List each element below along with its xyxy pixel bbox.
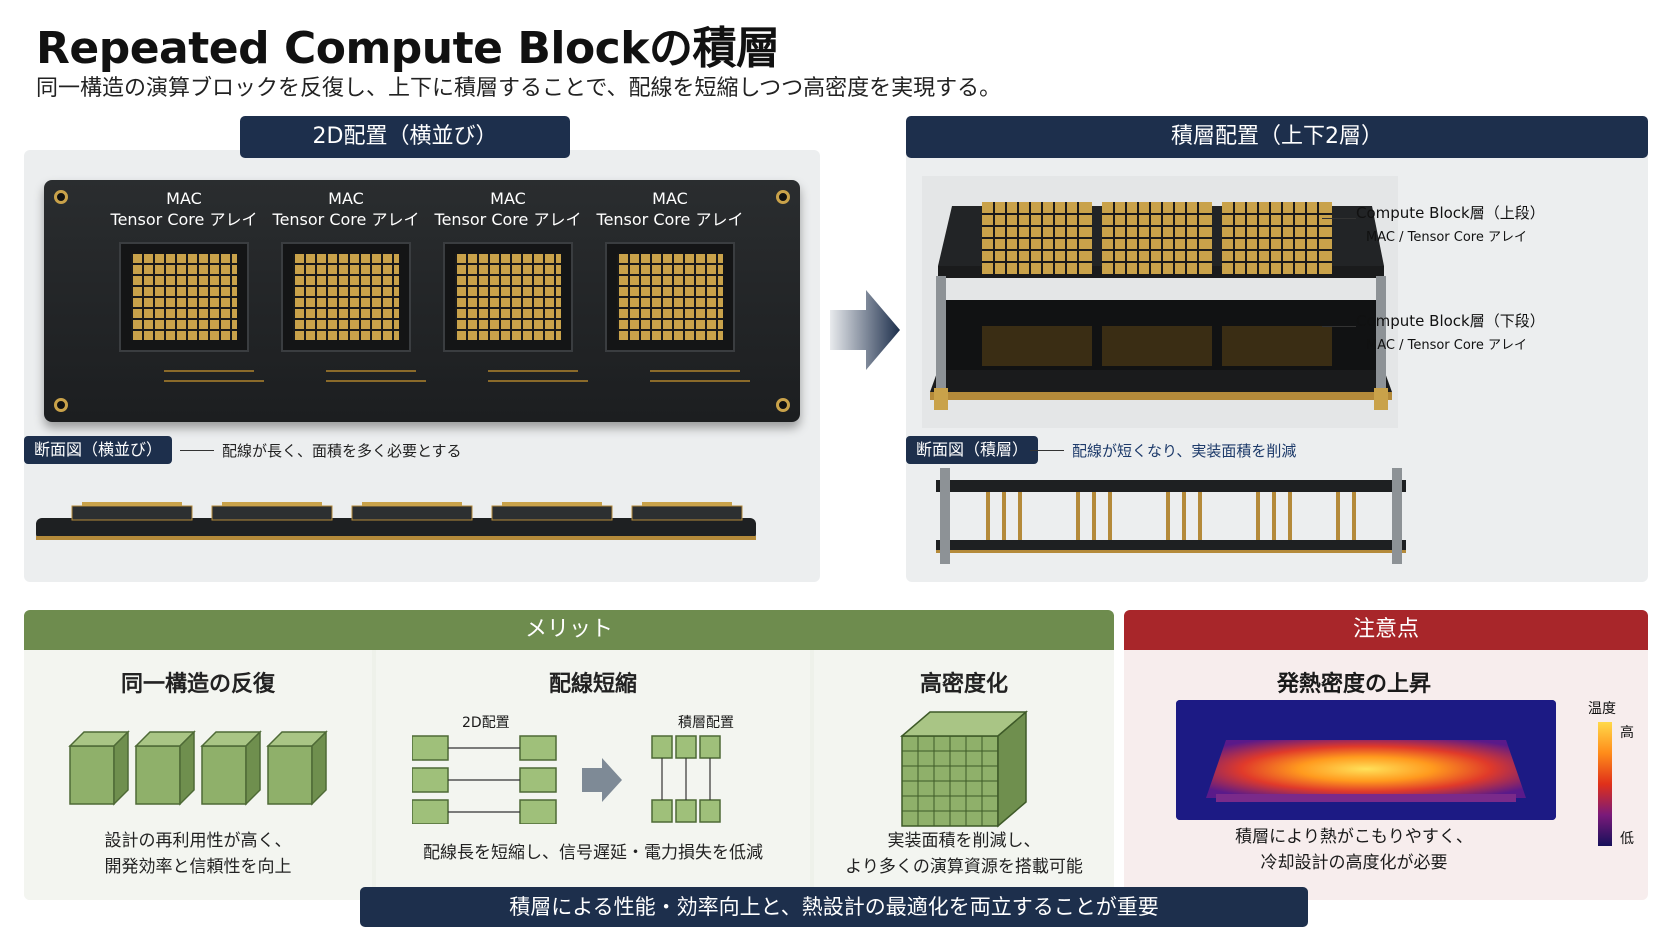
mount-hole-icon	[776, 398, 790, 412]
merit-density: 高密度化 実装面積を削減し、より多くの演算資源を搭載可能	[814, 650, 1114, 900]
mount-hole-icon	[54, 190, 68, 204]
wiring-diagram-icon	[412, 735, 721, 824]
section-tag-2d: 断面図（横並び）	[24, 436, 173, 464]
tensor-core-chip-1	[119, 242, 249, 352]
merit-density-title: 高密度化	[919, 672, 1008, 697]
dense-cube-icon	[899, 710, 1029, 828]
merit-repeat-title: 同一構造の反復	[120, 672, 275, 697]
lower-layer-sub: MAC / Tensor Core アレイ	[1366, 338, 1527, 353]
arrow-right-icon	[830, 290, 900, 370]
label-stacked-layout: 積層配置（上下2層）	[906, 116, 1648, 158]
merit-repeat: 同一構造の反復 設計の再利用性が高く、開発効率と信頼性を向上	[24, 650, 372, 900]
caution-desc: 積層により熱がこもりやすく、冷却設計の高度化が必要	[1235, 827, 1473, 873]
section-note-2d: 配線が長く、面積を多く必要とする	[222, 442, 462, 460]
merit-repeat-desc: 設計の再利用性が高く、開発効率と信頼性を向上	[104, 831, 292, 877]
cross-section-stack	[936, 468, 1406, 564]
cross-section-2d	[36, 502, 756, 540]
caution-title: 発熱密度の上昇	[1276, 672, 1431, 697]
mount-hole-icon	[54, 398, 68, 412]
merits-heading: メリット	[24, 610, 1114, 650]
thermal-image	[1176, 700, 1556, 820]
repeated-cubes-icon	[68, 730, 328, 806]
panel-stacked-layout: Compute Block層（上段） MAC / Tensor Core アレイ…	[906, 150, 1648, 582]
caution-heading: 注意点	[1124, 610, 1648, 650]
merit-wiring-desc: 配線長を短縮し、信号遅延・電力損失を低減	[423, 843, 763, 863]
merit-density-desc: 実装面積を削減し、より多くの演算資源を搭載可能	[845, 831, 1083, 877]
label-2d: 2D配置	[462, 715, 510, 731]
tensor-core-chip-4	[605, 242, 735, 352]
label-2d-layout: 2D配置（横並び）	[240, 116, 570, 158]
upper-layer-title: Compute Block層（上段）	[1356, 204, 1545, 222]
temp-high: 高	[1620, 725, 1634, 741]
summary-banner: 積層による性能・効率向上と、熱設計の最適化を両立することが重要	[360, 887, 1308, 927]
upper-layer-sub: MAC / Tensor Core アレイ	[1366, 230, 1527, 245]
lower-layer-title: Compute Block層（下段）	[1356, 312, 1545, 330]
stacked-board	[922, 176, 1398, 428]
section-note-stack: 配線が短くなり、実装面積を削減	[1072, 442, 1297, 460]
temp-label: 温度	[1588, 701, 1616, 717]
temperature-scale	[1598, 722, 1612, 846]
page-title: Repeated Compute Blockの積層	[36, 23, 780, 74]
merit-wiring: 配線短縮 2D配置 積層配置 配線長を短縮し、信号遅延・電力損失を低減	[376, 650, 810, 900]
temp-low: 低	[1620, 831, 1634, 847]
tensor-core-chip-3	[443, 242, 573, 352]
section-tag-stack: 断面図（積層）	[906, 436, 1039, 464]
caution-panel: 注意点 発熱密度の上昇 温度 高 低 積層により熱がこもりやすく、冷却設計の高度…	[1124, 610, 1648, 900]
tensor-core-chip-2	[281, 242, 411, 352]
merit-wiring-title: 配線短縮	[548, 672, 637, 697]
page-subtitle: 同一構造の演算ブロックを反復し、上下に積層することで、配線を短縮しつつ高密度を実…	[36, 76, 1002, 101]
label-stack: 積層配置	[678, 715, 734, 731]
mount-hole-icon	[776, 190, 790, 204]
merits-panel: メリット 同一構造の反復 設計の再利用性が高く、開発効率と信頼性を向上 配線短縮…	[24, 610, 1114, 900]
